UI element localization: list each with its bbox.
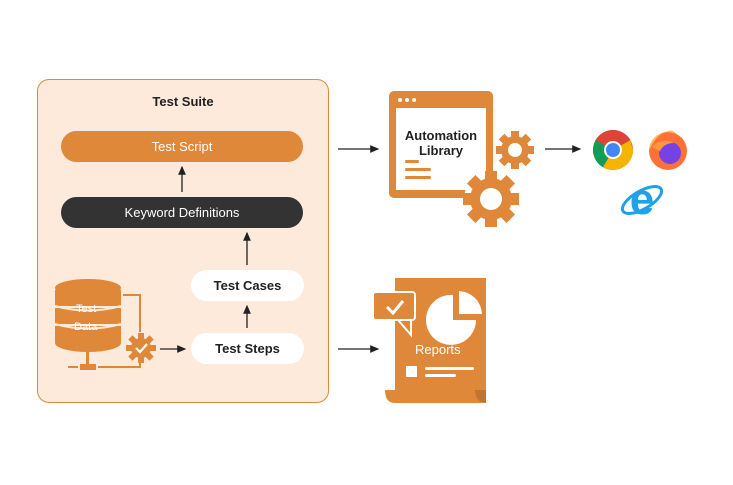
large-gear-icon bbox=[463, 171, 519, 227]
gear-check-icon bbox=[126, 333, 156, 363]
test-cases-node: Test Cases bbox=[191, 270, 304, 301]
svg-text:e: e bbox=[630, 175, 654, 224]
test-suite-title: Test Suite bbox=[152, 94, 214, 109]
test-data-label-line1: Test bbox=[76, 303, 97, 315]
automation-library-icon bbox=[389, 91, 493, 198]
automation-label-line1: Automation bbox=[404, 128, 478, 143]
chrome-icon bbox=[593, 130, 633, 170]
firefox-icon bbox=[649, 130, 687, 170]
reports-label: Reports bbox=[415, 342, 461, 357]
automation-label-line2: Library bbox=[418, 143, 464, 158]
test-data-label-line2: Data bbox=[74, 321, 98, 333]
small-gear-icon bbox=[496, 131, 534, 169]
automation-library-label: Automation Library bbox=[396, 128, 486, 158]
reports-icon bbox=[372, 278, 486, 403]
database-icon bbox=[54, 279, 141, 370]
test-steps-node: Test Steps bbox=[191, 333, 304, 364]
keyword-definitions-node: Keyword Definitions bbox=[61, 197, 303, 228]
test-script-node: Test Script bbox=[61, 131, 303, 162]
internet-explorer-icon: e bbox=[620, 175, 664, 224]
